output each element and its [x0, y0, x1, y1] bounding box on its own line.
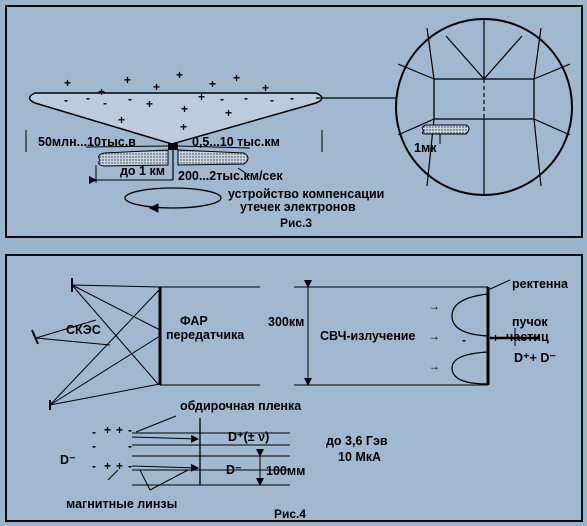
plus-sign: + [198, 90, 205, 104]
rectenna-label: ректенна [512, 277, 569, 291]
phased-array [158, 286, 260, 386]
magnetic-lenses: - + + - - - - + + - [92, 423, 132, 473]
voltage-label: 50млн...10тыс.в [38, 135, 136, 149]
rotation-ellipse [124, 187, 222, 213]
transmitter-lines [31, 278, 161, 410]
negative-charges: - - - - - - - - [64, 91, 294, 110]
skes-label: СКЭС [66, 323, 101, 337]
positive-charges: + + + + + + + + + + + + + + [64, 68, 269, 134]
lens-dot: + [116, 423, 123, 437]
minus-sign: - [86, 91, 90, 105]
minus-sign: - [64, 93, 68, 107]
plus-sign: + [153, 80, 160, 94]
minus-sign: - [270, 93, 274, 107]
wave-arrow: → [428, 329, 440, 343]
far-label-line2: передатчика [166, 328, 245, 342]
plus-sign: + [262, 81, 269, 95]
microwave-label: СВЧ-излучение [320, 329, 415, 343]
charge-cloud [28, 92, 398, 145]
plus-sign: + [209, 77, 216, 91]
plus-sign: + [176, 68, 183, 82]
minus-sign: - [220, 92, 224, 106]
minus-sign: - [103, 96, 107, 110]
span-dimension [25, 130, 323, 152]
wave-arrow: → [428, 359, 440, 373]
minus-sign: - [128, 92, 132, 106]
d-minus-label: D⁻ [226, 463, 242, 477]
beam-label-line1: пучок [512, 315, 548, 329]
device-label-line1: устройство компенсации [228, 187, 384, 201]
rectenna-plus: + [492, 331, 499, 345]
plus-sign: + [146, 97, 153, 111]
lens-dot: - [92, 425, 96, 439]
magnetic-lenses-label: магнитные линзы [66, 497, 177, 511]
current-label: 10 МкА [338, 450, 381, 464]
minus-sign: - [290, 91, 294, 105]
compensation-device [168, 143, 178, 180]
plus-sign: + [118, 113, 125, 127]
plus-sign: + [181, 102, 188, 116]
lens-dot: + [116, 459, 123, 473]
minus-sign: - [244, 91, 248, 105]
plus-sign: + [233, 71, 240, 85]
d-plus-label: D⁺(± ν) [228, 430, 269, 444]
height-label: до 1 км [120, 164, 165, 178]
detail-magnifier [395, 18, 573, 196]
accelerator-tubes [107, 415, 290, 491]
rectenna-box [294, 279, 540, 386]
plus-sign: + [64, 76, 71, 90]
plus-sign: + [225, 106, 232, 120]
gap-label: 100мм [266, 464, 305, 478]
plus-sign: + [124, 73, 131, 87]
stripping-film-label: обдирочная пленка [180, 399, 302, 413]
lens-dot: + [104, 459, 111, 473]
device-label-line2: утечек электронов [240, 200, 356, 214]
particles-label: D⁺+ D⁻ [514, 351, 556, 365]
lens-dot: - [128, 459, 132, 473]
energy-label: до 3,6 Гэв [326, 434, 388, 448]
far-label-line1: ФАР [180, 314, 208, 328]
wave-arrow: → [428, 299, 440, 313]
plus-sign: + [98, 85, 105, 99]
lens-dot: + [104, 423, 111, 437]
leakage-paths [85, 145, 251, 149]
lens-dot: - [92, 439, 96, 453]
emission-beam [98, 149, 251, 177]
lens-dot: - [92, 459, 96, 473]
span-label: 0,5...10 тыс.км [192, 135, 280, 149]
beam-label-line2: частиц [506, 330, 549, 344]
plus-sign: + [180, 120, 187, 134]
height-dimension [89, 165, 173, 184]
rectenna-minus: - [462, 333, 466, 347]
detail-size-label: 1мк [414, 141, 437, 155]
lens-dot: - [128, 423, 132, 437]
distance-label: 300км [268, 315, 304, 329]
speed-label: 200...2тыс.км/сек [178, 169, 283, 183]
lens-dot: - [128, 439, 132, 453]
d-minus-source-label: D⁻ [60, 453, 76, 467]
figure-4-caption: Рис.4 [274, 507, 306, 521]
figure-3-caption: Рис.3 [280, 216, 312, 230]
